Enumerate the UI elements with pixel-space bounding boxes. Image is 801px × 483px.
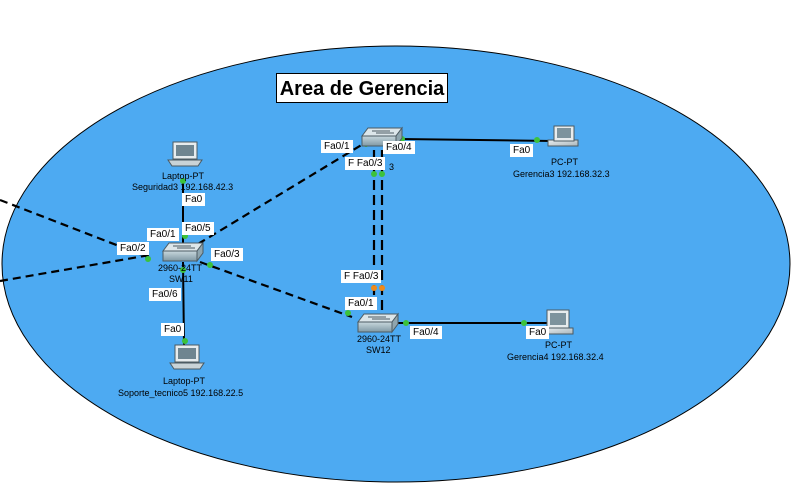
port-label: Fa0/2	[117, 242, 149, 255]
area-title: Area de Gerencia	[276, 73, 448, 103]
port-label: Fa0/4	[410, 326, 442, 339]
pc-icon[interactable]	[542, 309, 574, 335]
port-label: Fa0	[182, 193, 206, 206]
port-label: Fa0/5	[182, 222, 214, 235]
port-label: F Fa0/3	[341, 270, 382, 283]
switch-icon[interactable]	[361, 126, 403, 148]
pc-g3-model: PC-PT	[551, 157, 578, 167]
port-label: Fa0/1	[345, 297, 377, 310]
port-label: Fa0/4	[383, 141, 415, 154]
port-label: Fa0/1	[147, 228, 179, 241]
link-sw11-sw12	[199, 260, 353, 319]
port-label: F Fa0/3	[345, 157, 386, 170]
laptop-top-model: Laptop-PT	[162, 171, 205, 181]
pc-g4-model: PC-PT	[545, 340, 572, 350]
pc-g3-name: Gerencia3 192.168.32.3	[513, 169, 610, 179]
laptop-bottom-name: Soporte_tecnico5 192.168.22.5	[118, 388, 244, 398]
switch-icon[interactable]	[162, 241, 204, 263]
pc-g4-name: Gerencia4 192.168.32.4	[507, 352, 604, 362]
laptop-top-name: Seguridad3 192.168.42.3	[132, 182, 234, 192]
switch-icon[interactable]	[357, 312, 399, 334]
sw11-name: SW11	[169, 274, 193, 284]
port-label: Fa0/1	[321, 140, 353, 153]
link-sw11-swtop	[197, 140, 369, 245]
swtop-name: 3	[389, 162, 395, 172]
port-label: Fa0	[526, 326, 550, 339]
laptop-bottom-model: Laptop-PT	[163, 376, 206, 386]
port-label: Fa0	[510, 144, 534, 157]
port-label: Fa0/6	[149, 288, 181, 301]
laptop-icon[interactable]	[167, 141, 203, 167]
sw12-model: 2960-24TT	[357, 334, 402, 344]
port-label: Fa0	[161, 323, 185, 336]
port-label: Fa0/3	[211, 248, 243, 261]
laptop-icon[interactable]	[169, 344, 205, 370]
sw11-model: 2960-24TT	[158, 263, 203, 273]
sw12-name: SW12	[366, 345, 391, 355]
pc-icon[interactable]	[547, 125, 579, 147]
area-ellipse	[1, 45, 791, 483]
link-swtop-pc-g3	[399, 138, 553, 142]
